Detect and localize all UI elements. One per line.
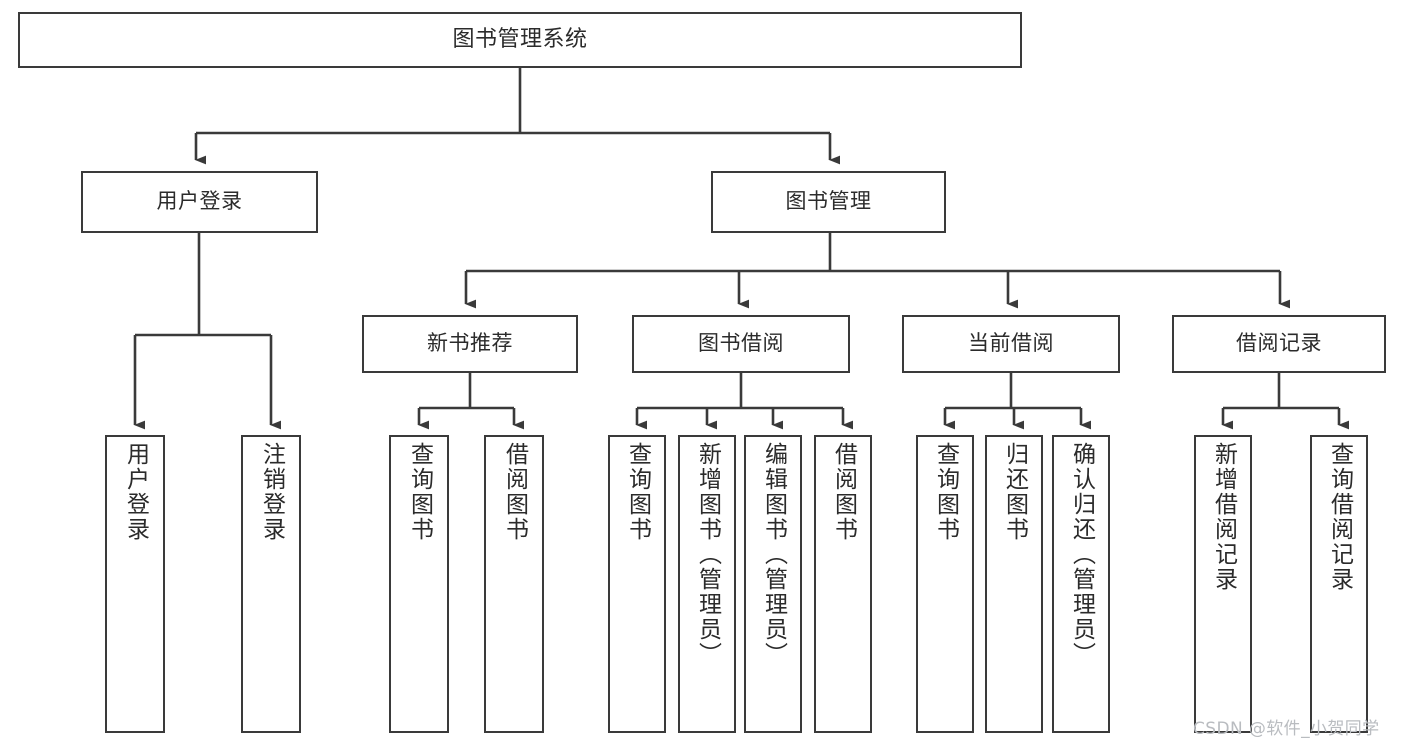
- node-new-book-rec[interactable]: 新书推荐: [362, 315, 578, 373]
- node-leaf-add-book-label: 新增图书（管理员）: [694, 442, 721, 667]
- watermark: CSDN @软件_小贺同学: [1193, 719, 1380, 739]
- node-book-borrow-label: 图书借阅: [698, 331, 784, 356]
- node-root-label: 图书管理系统: [452, 26, 588, 52]
- node-leaf-confirm-return[interactable]: 确认归还（管理员）: [1052, 435, 1110, 733]
- node-leaf-logout-label: 注销登录: [258, 442, 285, 542]
- node-leaf-borrow-book-2[interactable]: 借阅图书: [814, 435, 872, 733]
- node-user-login[interactable]: 用户登录: [81, 171, 318, 233]
- node-leaf-query-book-1[interactable]: 查询图书: [389, 435, 449, 733]
- node-book-manage[interactable]: 图书管理: [711, 171, 946, 233]
- node-leaf-query-book-2[interactable]: 查询图书: [608, 435, 666, 733]
- node-leaf-return-book[interactable]: 归还图书: [985, 435, 1043, 733]
- node-leaf-return-book-label: 归还图书: [1001, 442, 1028, 542]
- node-leaf-borrow-book-2-label: 借阅图书: [830, 442, 857, 542]
- node-leaf-user-login-label: 用户登录: [122, 442, 149, 542]
- node-leaf-borrow-book-1[interactable]: 借阅图书: [484, 435, 544, 733]
- node-leaf-query-record[interactable]: 查询借阅记录: [1310, 435, 1368, 733]
- node-leaf-query-record-label: 查询借阅记录: [1326, 442, 1353, 592]
- node-new-book-rec-label: 新书推荐: [427, 331, 513, 356]
- node-leaf-borrow-book-1-label: 借阅图书: [501, 442, 528, 542]
- node-leaf-logout[interactable]: 注销登录: [241, 435, 301, 733]
- node-leaf-query-book-3-label: 查询图书: [932, 442, 959, 542]
- node-current-borrow[interactable]: 当前借阅: [902, 315, 1120, 373]
- node-leaf-query-book-3[interactable]: 查询图书: [916, 435, 974, 733]
- node-leaf-user-login[interactable]: 用户登录: [105, 435, 165, 733]
- node-leaf-confirm-return-label: 确认归还（管理员）: [1068, 442, 1095, 667]
- node-leaf-query-book-1-label: 查询图书: [406, 442, 433, 542]
- node-leaf-add-book[interactable]: 新增图书（管理员）: [678, 435, 736, 733]
- node-borrow-record-label: 借阅记录: [1236, 331, 1322, 356]
- node-current-borrow-label: 当前借阅: [968, 331, 1054, 356]
- node-leaf-edit-book[interactable]: 编辑图书（管理员）: [744, 435, 802, 733]
- node-user-login-label: 用户登录: [156, 189, 243, 214]
- node-leaf-add-record-label: 新增借阅记录: [1210, 442, 1237, 592]
- node-book-manage-label: 图书管理: [785, 189, 872, 214]
- node-leaf-add-record[interactable]: 新增借阅记录: [1194, 435, 1252, 733]
- node-leaf-edit-book-label: 编辑图书（管理员）: [760, 442, 787, 667]
- node-book-borrow[interactable]: 图书借阅: [632, 315, 850, 373]
- node-root[interactable]: 图书管理系统: [18, 12, 1022, 68]
- node-borrow-record[interactable]: 借阅记录: [1172, 315, 1386, 373]
- node-leaf-query-book-2-label: 查询图书: [624, 442, 651, 542]
